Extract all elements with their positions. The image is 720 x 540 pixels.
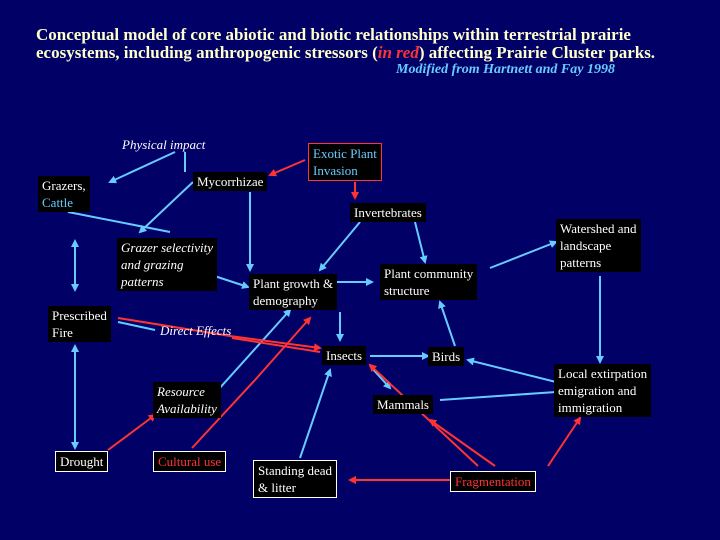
node-drought: Drought <box>55 451 109 472</box>
link-exotic-mycorrhizae <box>268 159 306 177</box>
link-birds-community <box>438 300 456 347</box>
node-insects: Insects <box>322 346 367 365</box>
node-fragmentation: Fragmentation <box>450 471 536 492</box>
node-birds: Birds <box>428 347 465 366</box>
node-grazer-selectivity: Grazer selectivity and grazing patterns <box>117 238 218 291</box>
node-physical-impact: Physical impact <box>122 137 206 152</box>
page-title: Conceptual model of core abiotic and bio… <box>36 26 696 62</box>
link-invertebrates-plant-growth <box>318 221 361 272</box>
node-grazers: Grazers, Cattle <box>38 176 90 212</box>
link-resource-growth <box>217 308 292 391</box>
node-local-extirpation: Local extirpation emigration and immigra… <box>554 364 652 417</box>
link-fragmentation-local <box>547 416 582 467</box>
link-extirpation-mammals <box>439 388 562 401</box>
link-invertebrates-community <box>414 221 428 264</box>
node-prescribed-fire: Prescribed Fire <box>48 306 111 342</box>
node-grazers-label: Grazers, <box>42 178 86 193</box>
link-mycorrhizae-selectivity <box>138 181 194 234</box>
link-insects-mammals <box>369 365 392 390</box>
title-text-red: in red <box>377 43 419 62</box>
link-fragmentation-insects <box>368 363 479 467</box>
link-fire-direct-effects <box>117 317 322 352</box>
node-watershed: Watershed and landscape patterns <box>556 219 641 272</box>
link-drought-resource <box>107 413 157 451</box>
node-direct-effects: Direct Effects <box>160 323 232 338</box>
node-plant-growth: Plant growth & demography <box>249 274 338 310</box>
node-resource-availability: Resource Availability <box>153 382 221 418</box>
link-cultural-use <box>191 316 312 449</box>
node-exotic-plant-invasion: Exotic Plant Invasion <box>308 143 382 181</box>
title-text-end: ) affecting Prairie Cluster parks. <box>418 43 656 62</box>
link-fragmentation-mammals <box>428 418 496 467</box>
source-credit: Modified from Hartnett and Fay 1998 <box>396 62 615 77</box>
node-plant-community: Plant community structure <box>380 264 478 300</box>
link-direct-effects-insects <box>231 337 321 353</box>
link-direct-effects-fire <box>117 321 156 331</box>
node-cultural-use: Cultural use <box>153 451 227 472</box>
node-standing-dead: Standing dead & litter <box>253 460 338 498</box>
node-mammals: Mammals <box>373 395 433 414</box>
title-text-start: Conceptual model of core abiotic and bio… <box>36 25 631 62</box>
node-invertebrates: Invertebrates <box>350 203 426 222</box>
node-cattle-label: Cattle <box>42 195 74 210</box>
link-physical-impact-grazers <box>108 151 176 184</box>
link-community-watershed <box>489 240 558 269</box>
link-extirpation-birds <box>466 357 557 383</box>
link-grazers-physical <box>67 211 171 233</box>
node-mycorrhizae: Mycorrhizae <box>193 172 268 191</box>
link-standing-dead-insects <box>299 368 332 459</box>
